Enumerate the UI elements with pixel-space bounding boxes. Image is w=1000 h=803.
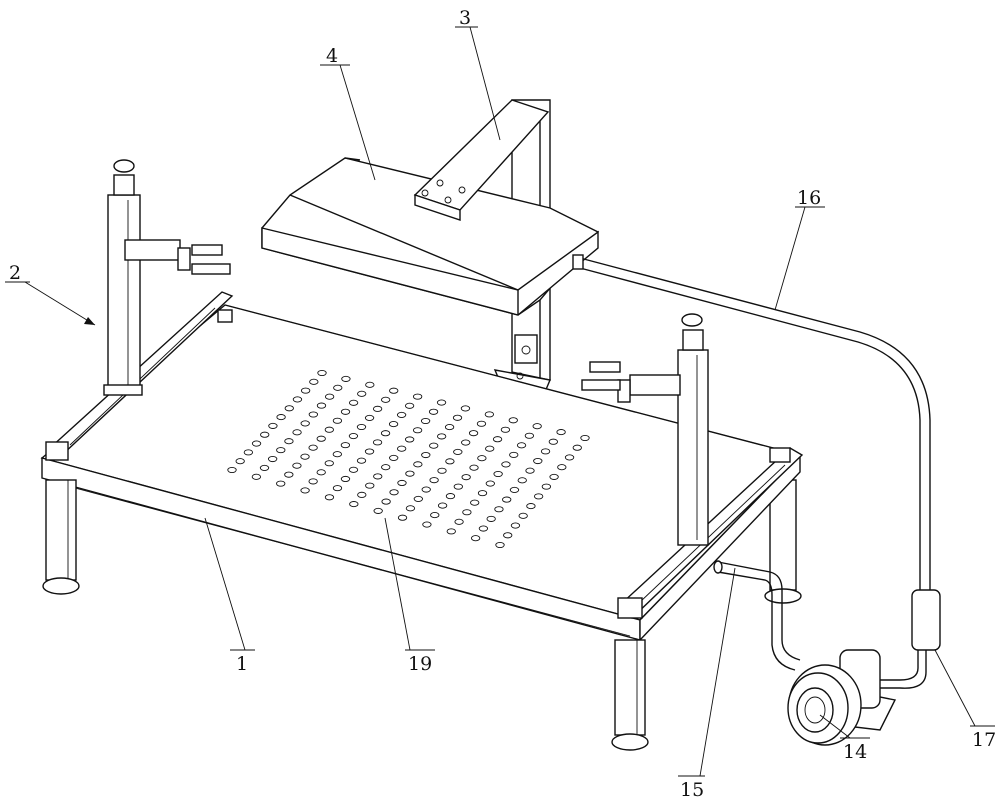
label-inlet-pipe: 15 [680,779,704,801]
label-exhaust-pipe: 16 [797,187,821,209]
filter [880,590,940,688]
label-blower: 14 [843,741,867,763]
label-table: 1 [236,653,248,675]
label-filter: 17 [972,729,996,751]
label-vent-holes: 19 [408,653,432,675]
label-hood: 4 [326,45,338,67]
blower [788,650,895,745]
label-column-assembly: 2 [9,262,21,284]
front-right-leg [612,640,648,750]
front-left-leg [43,480,79,594]
label-support-arm: 3 [459,7,471,29]
